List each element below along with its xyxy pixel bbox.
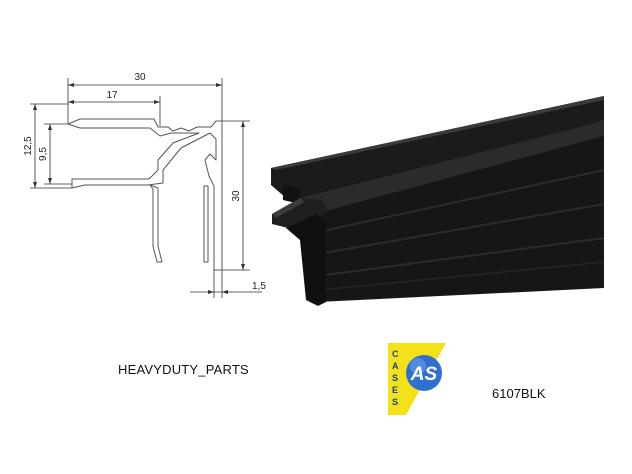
dim-thickness: 1,5 bbox=[252, 281, 266, 292]
logo-letter-3: S bbox=[392, 373, 398, 383]
logo-letter-4: E bbox=[392, 385, 398, 395]
dimension-lines bbox=[30, 78, 262, 298]
dimension-arrows bbox=[33, 83, 245, 294]
logo-badge-text: AS bbox=[410, 364, 438, 385]
profile-cross-section bbox=[67, 118, 223, 271]
logo-letter-2: A bbox=[392, 361, 399, 371]
dim-height-inner: 9,5 bbox=[38, 147, 49, 161]
cases-as-logo: C A S E S AS bbox=[388, 343, 446, 415]
dim-height-total: 30 bbox=[231, 190, 242, 202]
logo-letter-1: C bbox=[392, 349, 399, 359]
dim-width-total: 30 bbox=[134, 72, 146, 83]
dim-height-outer: 12,5 bbox=[23, 136, 34, 156]
profile-render bbox=[271, 96, 605, 306]
logo-letter-5: S bbox=[392, 397, 398, 407]
product-code: 6107BLK bbox=[492, 386, 546, 401]
category-label: HEAVYDUTY_PARTS bbox=[118, 362, 249, 377]
dim-width-inner: 17 bbox=[106, 90, 118, 101]
